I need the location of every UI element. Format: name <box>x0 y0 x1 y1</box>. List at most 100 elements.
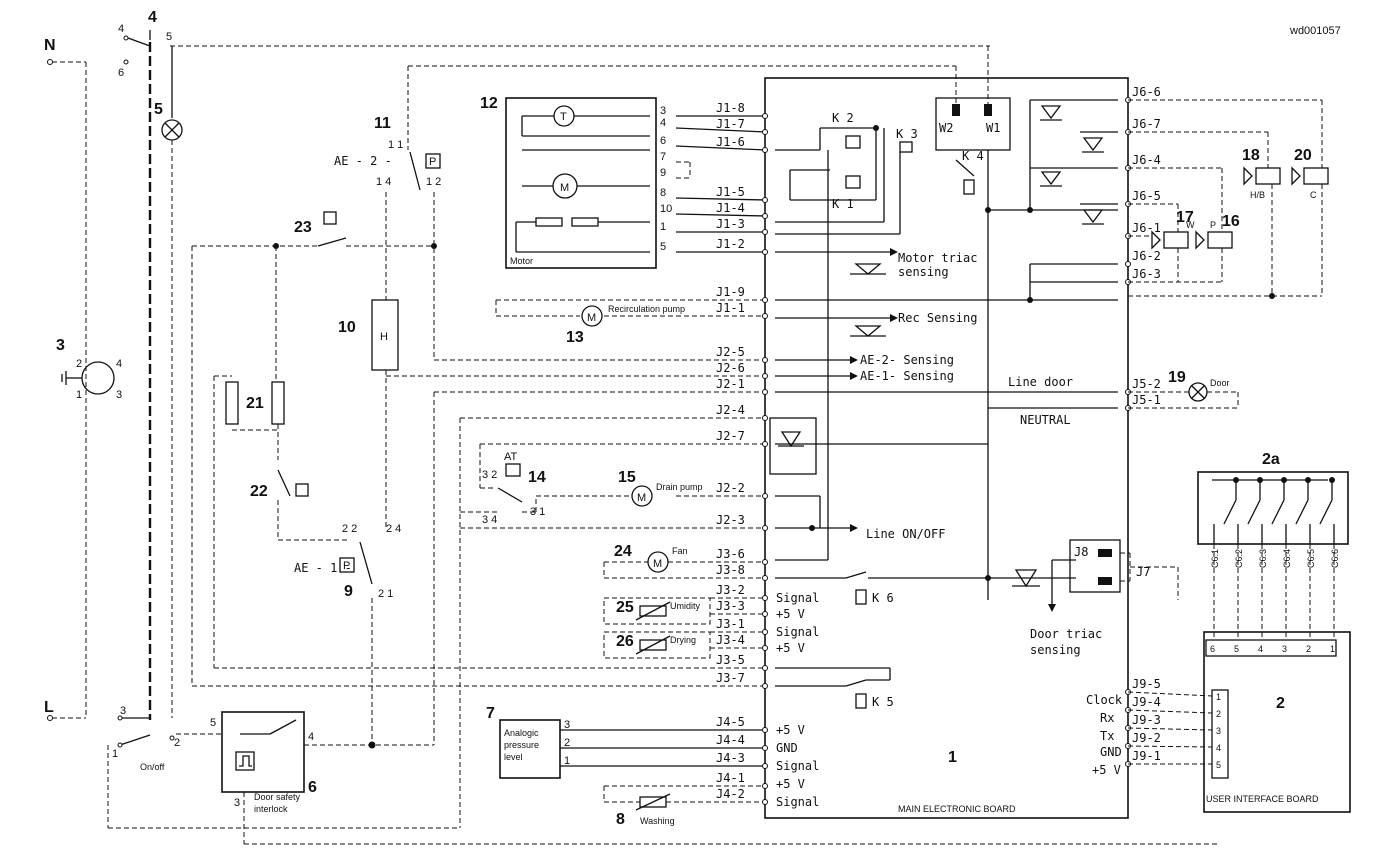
door-safety-interlock: 5 4 3 6 Door safety interlock <box>176 711 1218 845</box>
svg-text:sensing: sensing <box>1030 643 1081 657</box>
component-10-heater: 10 H <box>338 299 399 530</box>
connector-label-j6-7: J6-7 <box>1132 117 1161 131</box>
connector-label-j9-1: J9-1 <box>1132 749 1161 763</box>
component-number-9: 9 <box>344 583 353 600</box>
main-board-caption: MAIN ELECTRONIC BOARD <box>898 804 1016 814</box>
svg-text:2 2: 2 2 <box>342 523 357 535</box>
c6-label-5: C6.5 <box>1306 549 1316 568</box>
svg-text:3: 3 <box>564 719 570 731</box>
svg-text:4: 4 <box>116 358 122 370</box>
drain-pump: 15 M Drain pump <box>618 469 703 507</box>
ui-board-caption: USER INTERFACE BOARD <box>1206 794 1319 804</box>
connector-label-j2-5: J2-5 <box>716 345 745 359</box>
svg-text:Door safety: Door safety <box>254 792 301 802</box>
component-4-switch: 4 4 5 6 <box>118 9 990 720</box>
connector-label-j5-2: J5-2 <box>1132 377 1161 391</box>
svg-text:pressure: pressure <box>504 740 539 750</box>
connector-label-j2-3: J2-3 <box>716 513 745 527</box>
svg-text:W1: W1 <box>986 121 1000 135</box>
svg-text:Drain pump: Drain pump <box>656 482 703 492</box>
motor-caption: Motor <box>510 256 533 266</box>
svg-text:M: M <box>560 182 569 194</box>
svg-text:+5 V: +5 V <box>776 723 805 737</box>
fan: 24 M Fan <box>603 543 765 579</box>
connector-label-j1-2: J1-2 <box>716 237 745 251</box>
svg-text:P: P <box>343 560 350 572</box>
connector-label-j4-1: J4-1 <box>716 771 745 785</box>
svg-text:1 1: 1 1 <box>388 139 403 151</box>
svg-text:K 5: K 5 <box>872 695 894 709</box>
connector-label-j3-2: J3-2 <box>716 583 745 597</box>
svg-text:Signal: Signal <box>776 795 819 809</box>
component-5-lamp: 5 <box>154 101 183 718</box>
component-number-23: 23 <box>294 219 312 236</box>
ui-side-pin-2: 2 <box>1216 709 1221 719</box>
connector-label-j3-5: J3-5 <box>716 653 745 667</box>
ui-top-pin-2: 2 <box>1306 644 1311 654</box>
svg-text:1 4: 1 4 <box>376 176 391 188</box>
svg-text:AE-2- Sensing: AE-2- Sensing <box>860 353 954 367</box>
c6-label-1: C6.1 <box>1210 549 1220 568</box>
svg-text:T: T <box>560 111 567 123</box>
motor-pin-7: 7 <box>660 151 666 163</box>
ui-side-pin-1: 1 <box>1216 692 1221 702</box>
motor-pin-10: 10 <box>660 203 672 215</box>
connector-label-j9-2: J9-2 <box>1132 731 1161 745</box>
c6-label-4: C6.4 <box>1282 549 1292 568</box>
component-number-8: 8 <box>616 811 625 828</box>
component-number-19: 19 <box>1168 369 1186 386</box>
connector-label-j6-5: J6-5 <box>1132 189 1161 203</box>
ui-top-pin-4: 4 <box>1258 644 1263 654</box>
svg-text:sensing: sensing <box>898 265 949 279</box>
svg-text:AE-1- Sensing: AE-1- Sensing <box>860 369 954 383</box>
connector-label-j3-1: J3-1 <box>716 617 745 631</box>
main-electronic-board: MAIN ELECTRONIC BOARD 1 <box>764 77 1129 819</box>
svg-text:Door: Door <box>1210 378 1230 388</box>
connector-label-j6-6: J6-6 <box>1132 85 1161 99</box>
connector-label-j1-9: J1-9 <box>716 285 745 299</box>
neutral-label: N <box>44 37 56 54</box>
ui-top-pin-5: 5 <box>1234 644 1239 654</box>
c6-label-6: C6.6 <box>1330 549 1340 568</box>
svg-text:Fan: Fan <box>672 546 688 556</box>
on-off-switch: 3 1 2 On/off <box>107 705 460 829</box>
svg-text:3: 3 <box>116 389 122 401</box>
pressure-switch-ae1: 2 2 2 4 AE - 1 - P 9 2 1 <box>294 523 401 745</box>
component-number-1: 1 <box>948 749 957 766</box>
ui-top-pin-6: 6 <box>1210 644 1215 654</box>
connector-label-j1-3: J1-3 <box>716 217 745 231</box>
connector-label-j1-4: J1-4 <box>716 201 745 215</box>
umidity-sensor: 25 Umidity <box>603 597 765 625</box>
svg-text:2 1: 2 1 <box>378 588 393 600</box>
svg-text:Rx: Rx <box>1100 711 1114 725</box>
svg-text:GND: GND <box>1100 745 1122 759</box>
connector-label-j6-4: J6-4 <box>1132 153 1161 167</box>
svg-text:J7: J7 <box>1136 565 1150 579</box>
svg-text:1: 1 <box>112 748 118 760</box>
svg-text:2 4: 2 4 <box>386 523 401 535</box>
c6-label-2: C6.2 <box>1234 549 1244 568</box>
door-lamp: 19 Door <box>1128 369 1239 409</box>
line-label: L <box>44 699 54 716</box>
connector-label-j1-6: J1-6 <box>716 135 745 149</box>
washing-sensor: 8 Washing <box>603 785 765 828</box>
svg-text:Signal: Signal <box>776 759 819 773</box>
connector-label-j1-5: J1-5 <box>716 185 745 199</box>
component-number-3: 3 <box>56 337 65 354</box>
motor-pin-9: 9 <box>660 167 666 179</box>
ui-side-pin-4: 4 <box>1216 743 1221 753</box>
svg-text:K 2: K 2 <box>832 111 854 125</box>
connector-j1 <box>675 115 766 253</box>
component-number-12: 12 <box>480 95 498 112</box>
svg-text:+5 V: +5 V <box>776 607 805 621</box>
svg-text:H: H <box>380 331 388 343</box>
svg-text:NEUTRAL: NEUTRAL <box>1020 413 1071 427</box>
component-number-15: 15 <box>618 469 636 486</box>
connector-label-j5-1: J5-1 <box>1132 393 1161 407</box>
svg-text:+5 V: +5 V <box>1092 763 1121 777</box>
svg-text:5: 5 <box>166 31 172 43</box>
svg-text:Rec Sensing: Rec Sensing <box>898 311 977 325</box>
svg-text:Drying: Drying <box>670 635 696 645</box>
